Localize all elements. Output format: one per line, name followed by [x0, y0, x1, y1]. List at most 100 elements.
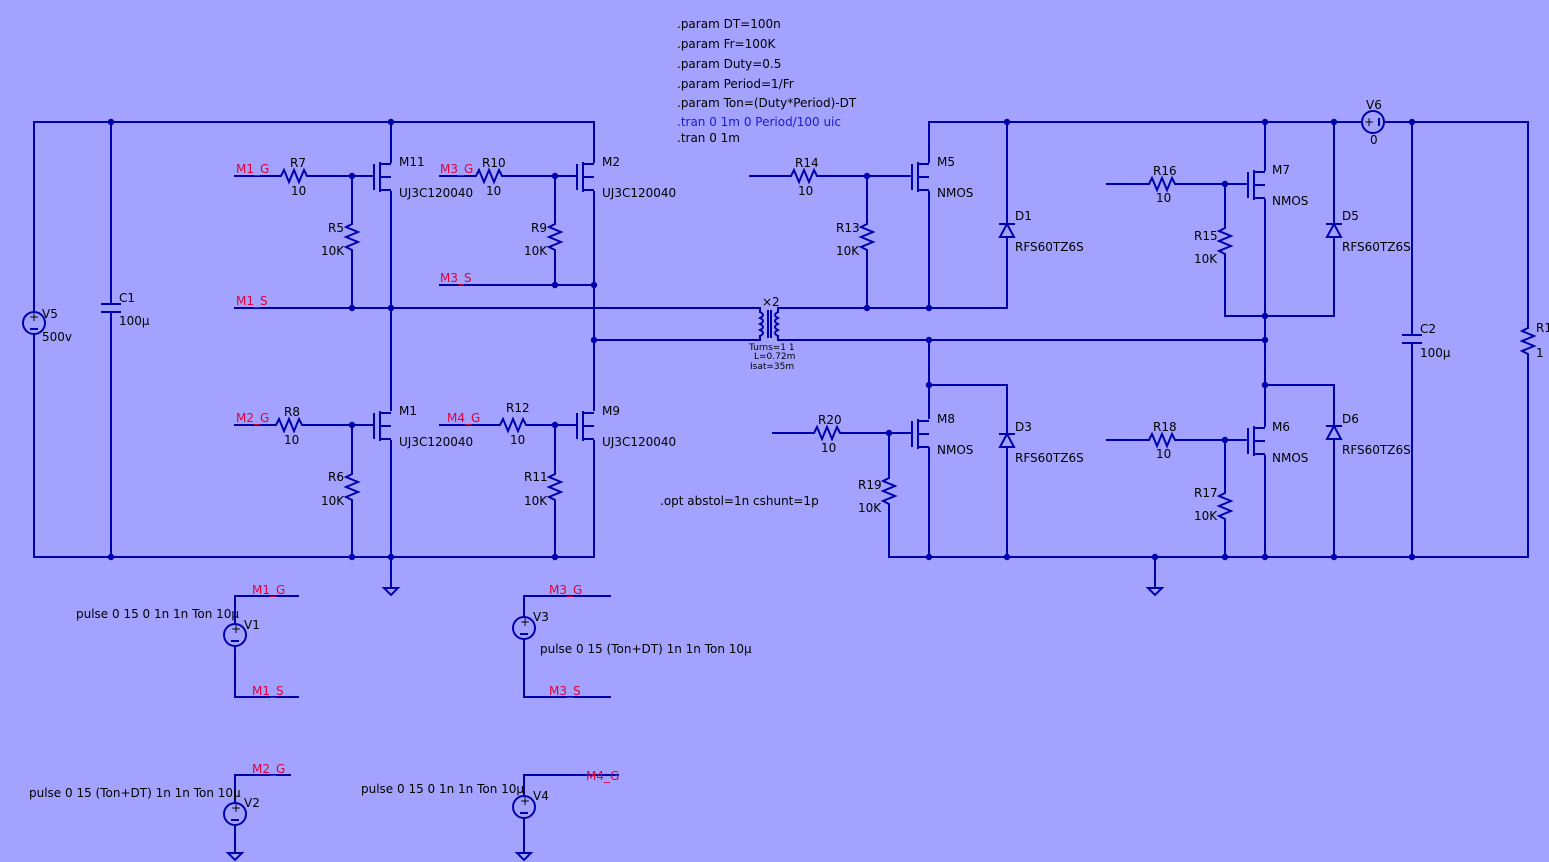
resistor-r14[interactable]: R14 10 [784, 156, 826, 198]
resistor-r8[interactable]: R8 10 [269, 405, 311, 447]
source-v5[interactable]: + V5 500v [22, 307, 72, 344]
d1-label: D1 [1015, 209, 1032, 223]
nmos-m6[interactable]: M6 NMOS [1247, 420, 1308, 465]
r20-label: R20 [818, 413, 842, 427]
r10-value: 10 [486, 184, 501, 198]
nmos-m5[interactable]: M5 NMOS [911, 155, 973, 200]
resistor-r15[interactable]: R15 10K [1194, 221, 1232, 266]
resistor-r6[interactable]: R6 10K [321, 467, 359, 509]
capacitor-c1[interactable]: C1 100µ [101, 291, 150, 328]
resistor-r10[interactable]: R10 10 [469, 156, 511, 198]
spice-directives: .param DT=100n .param Fr=100K .param Dut… [660, 17, 857, 508]
resistor-r11[interactable]: R11 10K [524, 467, 562, 509]
net-v1-m1-g[interactable]: M1_G [252, 583, 285, 597]
param-ton[interactable]: .param Ton=(Duty*Period)-DT [677, 96, 857, 110]
diode-d6[interactable]: D6 RFS60TZ6S [1325, 412, 1411, 457]
param-dt[interactable]: .param DT=100n [677, 17, 781, 31]
d1-model: RFS60TZ6S [1015, 240, 1084, 254]
m9-label: M9 [602, 404, 620, 418]
resistor-r5[interactable]: R5 10K [321, 217, 359, 259]
net-m3-s[interactable]: M3_S [440, 271, 472, 285]
r13-value: 10K [836, 244, 860, 258]
r12-value: 10 [510, 433, 525, 447]
tran-directive-alt[interactable]: .tran 0 1m [677, 131, 740, 145]
c2-value: 100µ [1420, 346, 1451, 360]
resistor-r1[interactable]: R1 1 [1521, 321, 1549, 363]
resistor-r12[interactable]: R12 10 [493, 401, 535, 447]
c1-label: C1 [119, 291, 135, 305]
param-period[interactable]: .param Period=1/Fr [677, 77, 794, 91]
diode-d3[interactable]: D3 RFS60TZ6S [998, 420, 1084, 465]
opt-directive[interactable]: .opt abstol=1n cshunt=1p [660, 494, 819, 508]
r7-label: R7 [290, 156, 306, 170]
net-m1-s[interactable]: M1_S [236, 294, 268, 308]
ground-icon [381, 587, 401, 597]
diode-d5[interactable]: D5 RFS60TZ6S [1325, 209, 1411, 254]
net-v3-m3-g[interactable]: M3_G [549, 583, 582, 597]
fet-m1[interactable]: M1 UJ3C120040 [373, 404, 473, 449]
svg-text:+: + [520, 615, 530, 629]
m1-model: UJ3C120040 [399, 435, 473, 449]
r18-value: 10 [1156, 447, 1171, 461]
resistor-r20[interactable]: R20 10 [807, 413, 849, 455]
resistor-r16[interactable]: R16 10 [1142, 164, 1184, 205]
d5-label: D5 [1342, 209, 1359, 223]
net-v1-m1-s[interactable]: M1_S [252, 684, 284, 698]
fet-m9[interactable]: M9 UJ3C120040 [576, 404, 676, 449]
r6-label: R6 [328, 470, 344, 484]
transformer-mark: ×2 [762, 295, 780, 309]
fet-m2[interactable]: M2 UJ3C120040 [576, 155, 676, 200]
net-v3-m3-s[interactable]: M3_S [549, 684, 581, 698]
resistor-r19[interactable]: R19 10K [858, 471, 896, 515]
fet-m11[interactable]: M11 UJ3C120040 [373, 155, 473, 200]
svg-text:+: + [29, 310, 39, 324]
r16-label: R16 [1153, 164, 1177, 178]
resistor-r13[interactable]: R13 10K [836, 217, 874, 259]
tran-directive-active[interactable]: .tran 0 1m 0 Period/100 uic [677, 115, 841, 129]
r11-value: 10K [524, 494, 548, 508]
capacitor-c2[interactable]: C2 100µ [1402, 322, 1451, 360]
source-v4[interactable]: + V4 pulse 0 15 0 1n 1n Ton 10µ M4_G [361, 769, 619, 862]
r10-label: R10 [482, 156, 506, 170]
c2-label: C2 [1420, 322, 1436, 336]
r9-label: R9 [531, 221, 547, 235]
junction-dots-left [107, 118, 598, 561]
resistor-r7[interactable]: R7 10 [274, 156, 316, 198]
source-v6[interactable]: + V6 0 [1361, 98, 1385, 147]
m7-model: NMOS [1272, 194, 1308, 208]
d6-model: RFS60TZ6S [1342, 443, 1411, 457]
v6-value: 0 [1370, 133, 1378, 147]
c1-value: 100µ [119, 314, 150, 328]
r15-label: R15 [1194, 229, 1218, 243]
r17-value: 10K [1194, 509, 1218, 523]
r20-value: 10 [821, 441, 836, 455]
transformer-turns: Turns=1 1 [748, 343, 795, 353]
net-m1-g[interactable]: M1_G [236, 162, 269, 176]
v5-label: V5 [42, 307, 58, 321]
source-v1[interactable]: + V1 pulse 0 15 0 1n 1n Ton 10µ M1_G M1_… [76, 583, 299, 698]
param-fr[interactable]: .param Fr=100K [677, 37, 776, 51]
nmos-m8[interactable]: M8 NMOS [911, 412, 973, 457]
resistor-r17[interactable]: R17 10K [1194, 486, 1232, 528]
diode-d1[interactable]: D1 RFS60TZ6S [998, 209, 1084, 254]
transformer-x2[interactable]: ×2 Turns=1 1 L=0.72m Isat=35m [748, 295, 795, 372]
m11-label: M11 [399, 155, 425, 169]
net-v2-m2-g[interactable]: M2_G [252, 762, 285, 776]
nmos-m7[interactable]: M7 NMOS [1247, 163, 1308, 208]
r1-value: 1 [1536, 346, 1544, 360]
net-v4-m4-g[interactable]: M4_G [586, 769, 619, 783]
param-duty[interactable]: .param Duty=0.5 [677, 57, 781, 71]
r1-label: R1 [1536, 321, 1549, 335]
m2-label: M2 [602, 155, 620, 169]
net-m4-g[interactable]: M4_G [447, 411, 480, 425]
r19-value: 10K [858, 501, 882, 515]
source-v2[interactable]: + V2 pulse 0 15 (Ton+DT) 1n 1n Ton 10µ M… [29, 762, 291, 862]
resistor-r18[interactable]: R18 10 [1142, 420, 1184, 461]
net-m3-g[interactable]: M3_G [440, 162, 473, 176]
m2-model: UJ3C120040 [602, 186, 676, 200]
resistor-r9[interactable]: R9 10K [524, 217, 562, 259]
r9-value: 10K [524, 244, 548, 258]
source-v3[interactable]: + V3 pulse 0 15 (Ton+DT) 1n 1n Ton 10µ M… [512, 583, 752, 698]
net-m2-g[interactable]: M2_G [236, 411, 269, 425]
r14-label: R14 [795, 156, 819, 170]
